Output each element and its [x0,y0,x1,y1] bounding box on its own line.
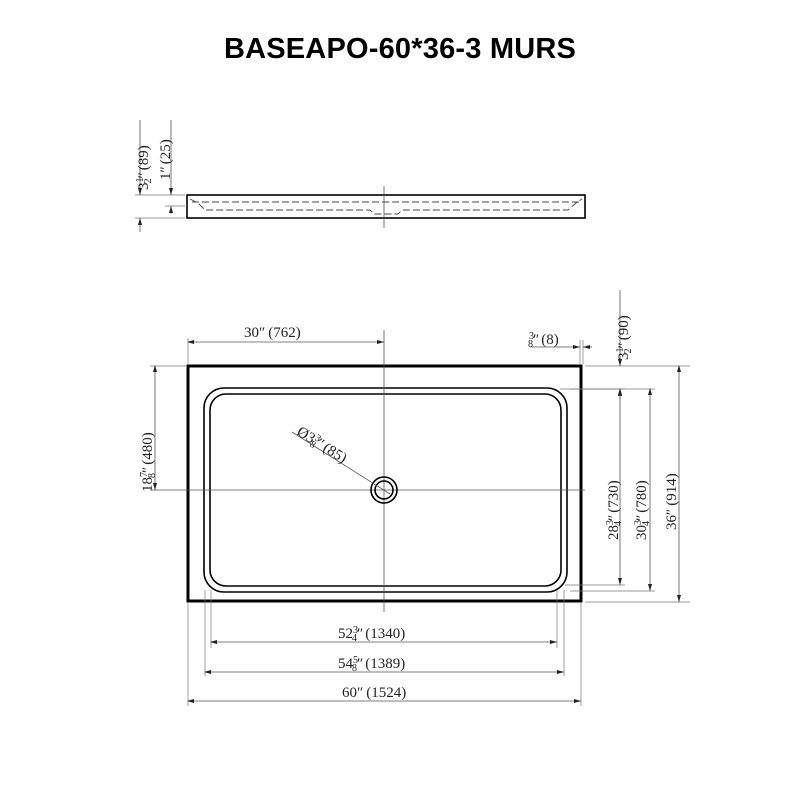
rim-depth-label: 3034″(780) [633,480,652,540]
tray-outer-outline [186,364,583,603]
lip-height-label: 1″(25) [158,139,174,180]
drain-outer-icon [370,476,398,504]
basin-hidden-line [189,198,583,215]
drain-diameter-label: Ø338″(85) [293,423,350,469]
total-depth-label: 36″(914) [664,473,680,530]
inner-depth-label: 2834″(730) [605,480,624,540]
drain-offset-x-label: 30″(762) [244,325,301,341]
total-width-label: 60″(1524) [342,685,406,701]
drain-offset-y-label: 1878″(480) [139,432,158,492]
drain-inner-icon [374,480,394,500]
side-view: 312″(89) 1″(25) [135,120,586,232]
drawing-title: BASEAPO-60*36-3 MURS [223,33,577,65]
side-profile-outline [186,194,586,219]
top-margin-label: 312″(90) [615,315,634,360]
side-height-label: 312″(89) [135,145,154,190]
